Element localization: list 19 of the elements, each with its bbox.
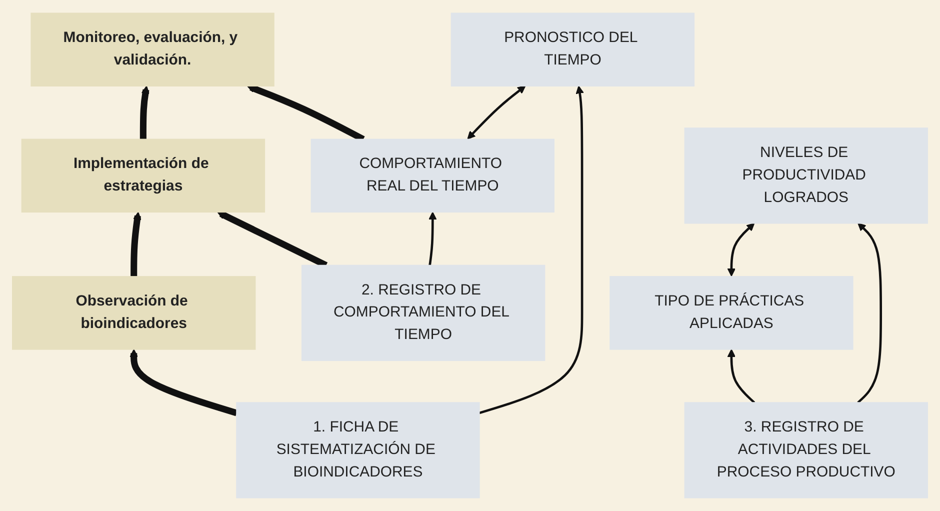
arrow bbox=[467, 86, 526, 140]
node-box: TIPO DE PRÁCTICAS APLICADAS bbox=[610, 276, 854, 350]
node-box: 3. REGISTRO DE ACTIVIDADES DEL PROCESO PRODUCTIVO bbox=[684, 402, 928, 498]
node-box: Observación de bioindicadores bbox=[12, 276, 256, 350]
arrow bbox=[140, 86, 150, 140]
arrow bbox=[130, 212, 142, 276]
node-box: NIVELES DE PRODUCTIVIDAD LOGRADOS bbox=[684, 128, 928, 224]
node-box: Implementación de estrategias bbox=[21, 138, 266, 213]
arrow bbox=[428, 212, 437, 266]
arrow bbox=[130, 348, 238, 416]
arrow bbox=[857, 222, 882, 404]
node-box: Monitoreo, evaluación, y validación. bbox=[30, 12, 274, 86]
arrow bbox=[479, 86, 584, 414]
node-box: 2. REGISTRO DE COMPORTAMIENTO DEL TIEMPO bbox=[301, 264, 546, 362]
arrow bbox=[727, 348, 756, 404]
node-box: 1. FICHA DE SISTEMATIZACIÓN DE BIOINDICADORES bbox=[236, 402, 480, 498]
node-box: PRONOSTICO DEL TIEMPO bbox=[450, 12, 695, 86]
node-box: COMPORTAMIENTO REAL DEL TIEMPO bbox=[310, 138, 554, 213]
arrow bbox=[727, 222, 755, 276]
